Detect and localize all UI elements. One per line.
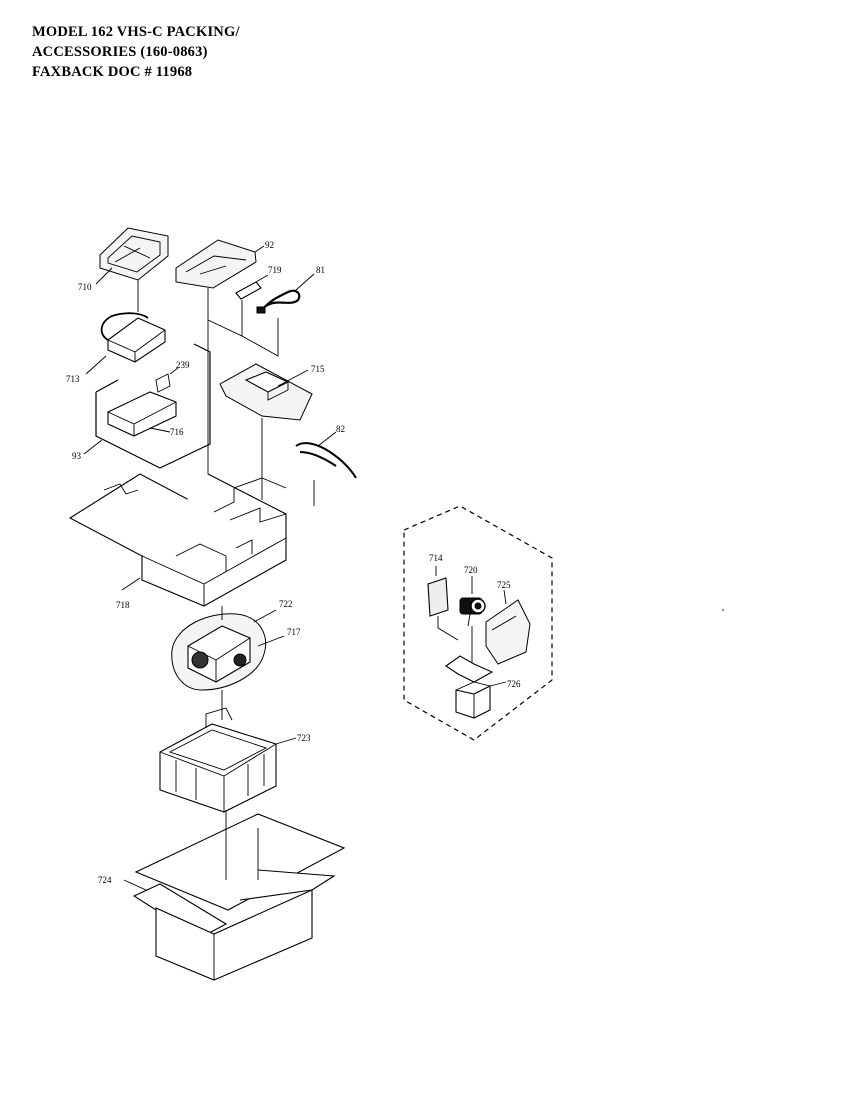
part-92-envelope [175,239,265,289]
part-725-bag [485,589,531,665]
header-subtitle-line: ACCESSORIES (160-0863) [32,44,208,60]
part-723-foam [159,707,297,813]
part-239-clip [155,367,179,393]
callout-92: 92 [265,240,274,250]
callout-713: 713 [66,374,80,384]
callout-82: 82 [336,424,345,434]
callout-717: 717 [287,627,301,637]
part-724-carton [123,810,346,981]
part-93-kit-outline [83,343,211,469]
callout-724: 724 [98,875,112,885]
part-710-tray [95,227,169,285]
part-726-small-box [445,655,507,719]
callout-715: 715 [311,364,325,374]
callout-81: 81 [316,265,325,275]
header-title-line: MODEL 162 VHS-C PACKING/ [32,24,240,40]
callout-714: 714 [429,553,443,563]
callout-720: 720 [464,565,478,575]
callout-716: 716 [170,427,184,437]
part-82-cable [295,431,357,506]
part-713-adapter [85,312,166,375]
part-81-cord [256,273,315,314]
callout-718: 718 [116,600,130,610]
callout-722: 722 [279,599,293,609]
detail-panel-outline [403,505,553,741]
header-doc-number-line: FAXBACK DOC # 11968 [32,64,193,80]
callout-723: 723 [297,733,311,743]
part-716-battery [107,391,177,437]
callout-239: 239 [176,360,190,370]
callout-710: 710 [78,282,92,292]
document-header: MODEL 162 VHS-C PACKING/ ACCESSORIES (16… [32,22,240,82]
part-717-camcorder [171,609,285,691]
part-715-bag [219,363,313,421]
part-719-cylinder [235,274,269,300]
part-718-inner-tray [68,473,287,607]
part-720-lens-unit [459,576,486,680]
callout-726: 726 [507,679,521,689]
callout-93: 93 [72,451,82,461]
callout-725: 725 [497,580,511,590]
callout-719: 719 [268,265,282,275]
part-714-card [427,566,459,641]
